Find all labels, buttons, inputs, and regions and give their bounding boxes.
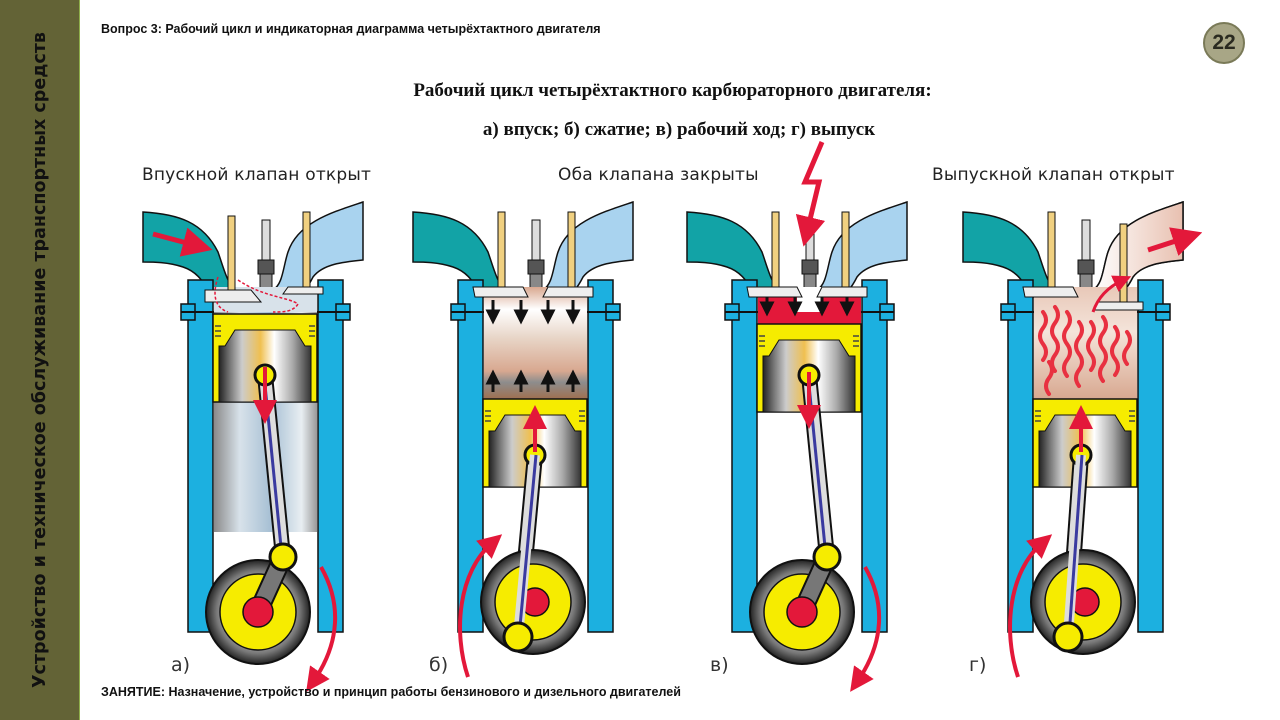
slide-number-badge: 22 (1203, 22, 1245, 64)
stroke-label-c: в) (710, 654, 729, 676)
stroke-c-power (686, 141, 908, 692)
stroke-b-compression (412, 201, 634, 678)
stroke-label-d: г) (969, 654, 987, 676)
diagram-subtitle: а) впуск; б) сжатие; в) рабочий ход; г) … (482, 119, 876, 140)
stroke-label-b: б) (429, 654, 449, 676)
diagram-title: Рабочий цикл четырёхтактного карбюраторн… (413, 80, 932, 101)
stroke-label-a: а) (171, 654, 191, 676)
stroke-d-exhaust (962, 200, 1203, 678)
caption-intake-valve-open: Впускной клапан открыт (142, 165, 372, 185)
lesson-footer: ЗАНЯТИЕ: Назначение, устройство и принци… (101, 685, 681, 699)
stroke-a-intake (142, 201, 364, 692)
sidebar: Устройство и техническое обслуживание тр… (0, 0, 80, 720)
caption-exhaust-valve-open: Выпускной клапан открыт (932, 165, 1175, 185)
caption-both-valves-closed: Оба клапана закрыты (558, 165, 759, 185)
question-heading: Вопрос 3: Рабочий цикл и индикаторная ди… (101, 22, 601, 36)
